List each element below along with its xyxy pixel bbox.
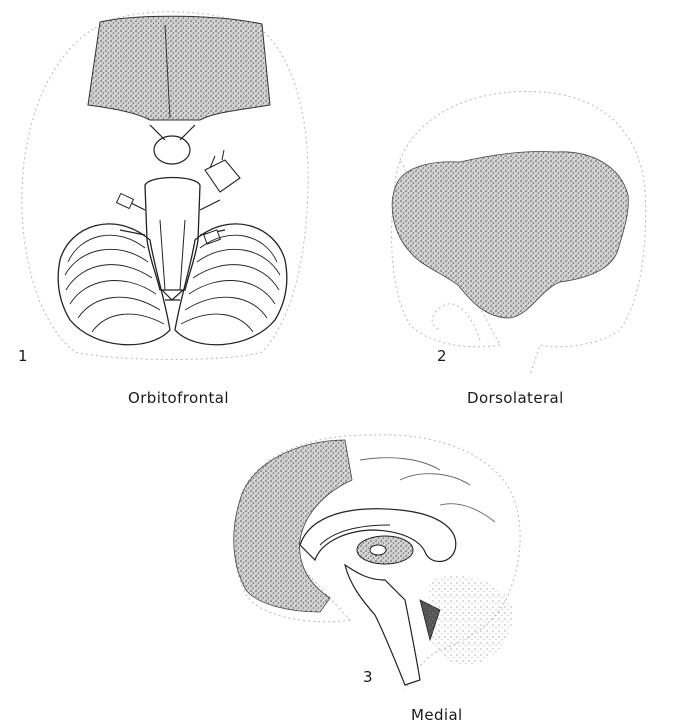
medial-cerebellum [428, 576, 513, 665]
medial-brainstem [345, 565, 420, 685]
figure-number-3: 3 [363, 668, 373, 686]
dorsolateral-shaded-region [392, 152, 628, 318]
figure-number-2: 2 [437, 347, 447, 365]
figure-caption-dorsolateral: Dorsolateral [467, 389, 564, 407]
figure-number-1: 1 [18, 347, 28, 365]
dorsolateral-diagram [392, 92, 646, 375]
figure-caption-orbitofrontal: Orbitofrontal [128, 389, 229, 407]
figure-caption-medial: Medial [411, 706, 463, 724]
medial-diagram [234, 435, 520, 690]
orbitofrontal-diagram [22, 12, 308, 360]
orbitofrontal-shaded-region [88, 16, 270, 120]
brainstem [145, 178, 200, 291]
